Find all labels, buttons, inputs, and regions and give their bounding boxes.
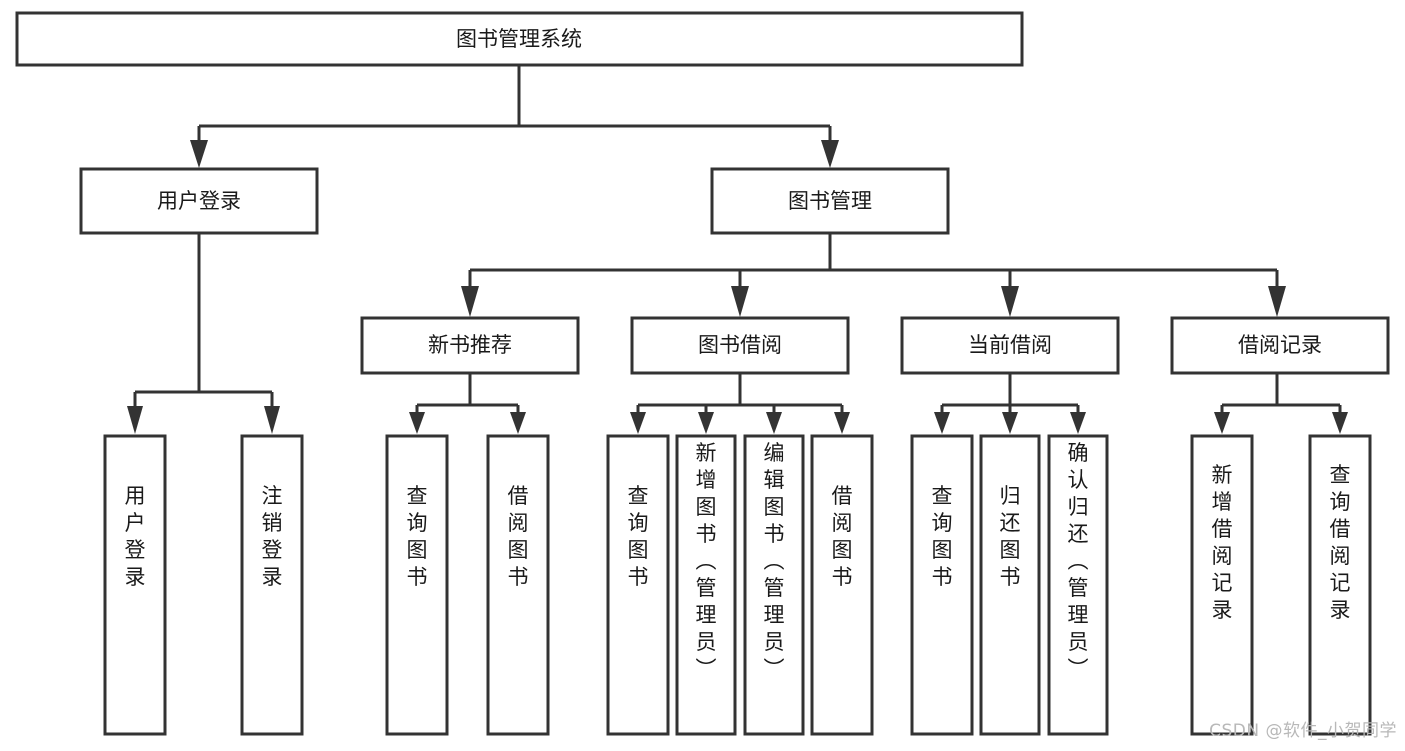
arrow-head-leaf-query-record (1332, 412, 1348, 434)
node-leaf-user-login-box[interactable] (103, 434, 167, 736)
node-root-box[interactable] (15, 11, 1024, 67)
arrow-head-leaf-confirm-return (1070, 412, 1086, 434)
node-current-borrow-box[interactable] (900, 316, 1120, 375)
node-leaf-query-book-3-label: 查询图书 (932, 484, 953, 589)
node-book-borrow-label: 图书借阅 (698, 333, 782, 357)
node-leaf-query-record-label: 查询借阅记录 (1330, 463, 1351, 622)
node-borrow-record-box[interactable] (1170, 316, 1390, 375)
node-leaf-borrow-book-1[interactable]: 借阅图书 (486, 434, 550, 736)
node-leaf-query-book-1-box[interactable] (385, 434, 449, 736)
node-borrow-record-label: 借阅记录 (1238, 333, 1322, 357)
node-leaf-confirm-return-label: 确认归还︵管理员︶ (1068, 441, 1089, 681)
arrow-head-leaf-edit-book (766, 412, 782, 434)
node-root[interactable]: 图书管理系统 (15, 11, 1024, 67)
node-leaf-confirm-return-box[interactable] (1047, 434, 1109, 736)
node-leaf-return-book-box[interactable] (979, 434, 1041, 736)
arrow-head-leaf-logout-login (264, 406, 280, 434)
node-book-management-box[interactable] (710, 167, 950, 235)
arrow-head-leaf-query-book-2 (630, 412, 646, 434)
node-leaf-add-record[interactable]: 新增借阅记录 (1190, 434, 1254, 736)
node-leaf-add-book[interactable]: 新增图书︵管理员︶ (675, 434, 737, 736)
arrow-head-leaf-return-book (1002, 412, 1018, 434)
node-leaf-query-book-2-box[interactable] (606, 434, 670, 736)
node-leaf-add-book-label: 新增图书︵管理员︶ (696, 441, 717, 681)
node-leaf-logout-login-box[interactable] (240, 434, 304, 736)
node-current-borrow-label: 当前借阅 (968, 333, 1052, 357)
node-leaf-edit-book[interactable]: 编辑图书︵管理员︶ (743, 434, 805, 736)
node-new-book-recommend-label: 新书推荐 (428, 333, 512, 357)
node-leaf-logout-login-label: 注销登录 (262, 484, 283, 589)
node-leaf-add-book-box[interactable] (675, 434, 737, 736)
arrow-head-current-borrow (1001, 286, 1019, 317)
node-root-label: 图书管理系统 (456, 27, 582, 51)
node-leaf-query-book-2[interactable]: 查询图书 (606, 434, 670, 736)
arrow-head-leaf-add-book (698, 412, 714, 434)
arrow-head-leaf-borrow-book-2 (834, 412, 850, 434)
node-new-book-recommend-box[interactable] (360, 316, 580, 375)
node-leaf-borrow-book-1-box[interactable] (486, 434, 550, 736)
node-leaf-borrow-book-2-label: 借阅图书 (832, 484, 853, 589)
node-user-login-box[interactable] (79, 167, 319, 235)
node-book-management-label: 图书管理 (788, 189, 872, 213)
node-book-management[interactable]: 图书管理 (710, 167, 950, 235)
node-new-book-recommend[interactable]: 新书推荐 (360, 316, 580, 375)
node-leaf-borrow-book-2-box[interactable] (810, 434, 874, 736)
node-leaf-query-book-1-label: 查询图书 (407, 484, 428, 589)
connector-layer (127, 65, 1348, 434)
arrow-head-leaf-borrow-book-1 (510, 412, 526, 434)
node-leaf-return-book-label: 归还图书 (1000, 484, 1021, 589)
node-user-login[interactable]: 用户登录 (79, 167, 319, 235)
arrow-head-leaf-query-book-1 (409, 412, 425, 434)
arrow-head-book-borrow (731, 286, 749, 317)
node-leaf-borrow-book-1-label: 借阅图书 (508, 484, 529, 589)
arrow-head-leaf-query-book-3 (934, 412, 950, 434)
node-user-login-label: 用户登录 (157, 189, 241, 213)
node-leaf-query-book-1[interactable]: 查询图书 (385, 434, 449, 736)
node-leaf-query-record-box[interactable] (1308, 434, 1372, 736)
arrow-head-borrow-record (1268, 286, 1286, 317)
arrow-head-leaf-user-login (127, 406, 143, 434)
node-leaf-edit-book-label: 编辑图书︵管理员︶ (764, 441, 785, 681)
arrow-head-leaf-add-record (1214, 412, 1230, 434)
node-leaf-user-login[interactable]: 用户登录 (103, 434, 167, 736)
node-leaf-query-book-3-box[interactable] (910, 434, 974, 736)
node-leaf-add-record-box[interactable] (1190, 434, 1254, 736)
node-leaf-edit-book-box[interactable] (743, 434, 805, 736)
node-leaf-add-record-label: 新增借阅记录 (1212, 463, 1233, 622)
node-borrow-record[interactable]: 借阅记录 (1170, 316, 1390, 375)
arrow-head-book-management (821, 140, 839, 168)
node-leaf-user-login-label: 用户登录 (125, 484, 146, 589)
arrow-head-user-login (190, 140, 208, 168)
node-current-borrow[interactable]: 当前借阅 (900, 316, 1120, 375)
arrow-head-new-book-recommend (461, 286, 479, 317)
node-book-borrow[interactable]: 图书借阅 (630, 316, 850, 375)
node-leaf-confirm-return[interactable]: 确认归还︵管理员︶ (1047, 434, 1109, 736)
node-book-borrow-box[interactable] (630, 316, 850, 375)
node-leaf-query-book-2-label: 查询图书 (628, 484, 649, 589)
watermark-text: CSDN @软件_小贺同学 (1209, 721, 1397, 741)
node-leaf-query-record[interactable]: 查询借阅记录 (1308, 434, 1372, 736)
node-leaf-return-book[interactable]: 归还图书 (979, 434, 1041, 736)
node-leaf-query-book-3[interactable]: 查询图书 (910, 434, 974, 736)
node-leaf-logout-login[interactable]: 注销登录 (240, 434, 304, 736)
node-leaf-borrow-book-2[interactable]: 借阅图书 (810, 434, 874, 736)
